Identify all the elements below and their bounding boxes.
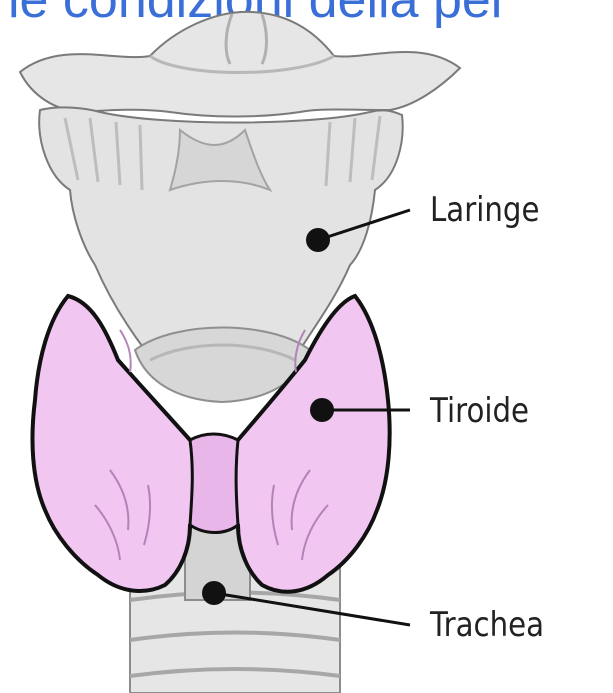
label-tiroide: Tiroide: [430, 391, 529, 431]
label-laringe: Laringe: [430, 190, 539, 230]
label-trachea: Trachea: [430, 605, 544, 645]
hyoid-shape: [20, 12, 460, 117]
